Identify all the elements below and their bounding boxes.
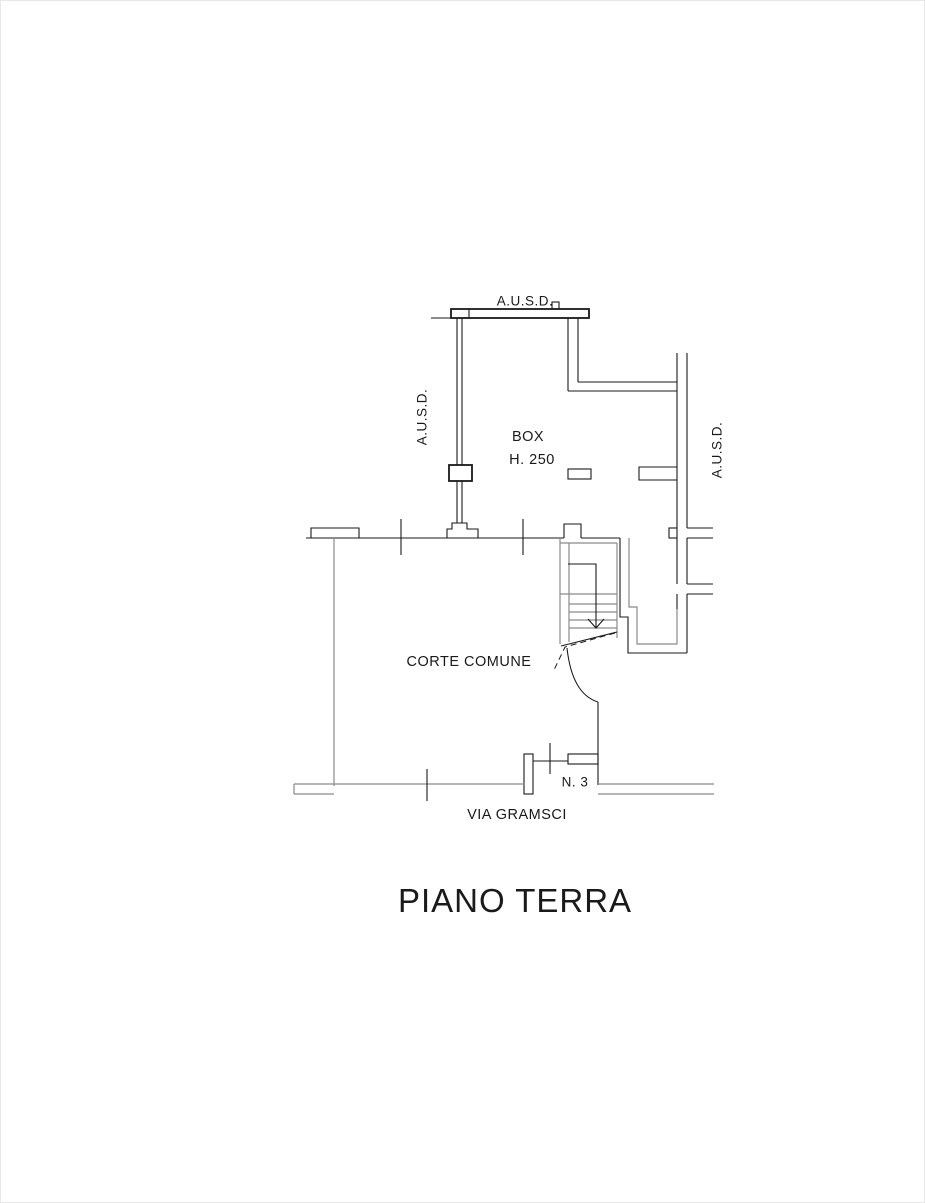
stair-direction-line [568,563,597,627]
box-east-wall [567,318,677,392]
stair-down-arrow-icon [587,618,605,629]
box-west-wall [446,318,479,538]
east-corridor-wall [668,353,713,653]
label-ausd-right: A.U.S.D. [709,421,725,479]
box-pillar [567,468,592,480]
wall-pillar [448,464,473,482]
street-wall [293,769,714,801]
entrance-porch [523,743,599,795]
entrance-number-label: N. 3 [561,774,589,790]
page-title: PIANO TERRA [397,882,633,919]
section-cut-line [553,632,616,671]
courtyard-label: CORTE COMUNE [406,654,532,670]
label-ausd-top: A.U.S.D. [496,293,554,309]
box-east-stub-wall [638,466,677,481]
street-label: VIA GRAMSCI [467,807,567,823]
stairs [553,538,618,671]
box-height-note: H. 250 [509,452,555,468]
door-swing-arc [566,647,599,785]
box-room-label: BOX [511,429,545,445]
corridor-niche [619,538,687,654]
wall-footing [446,522,479,538]
label-ausd-left: A.U.S.D. [414,388,430,446]
box-north-wall [431,301,590,319]
courtyard-north-wall [306,519,620,555]
